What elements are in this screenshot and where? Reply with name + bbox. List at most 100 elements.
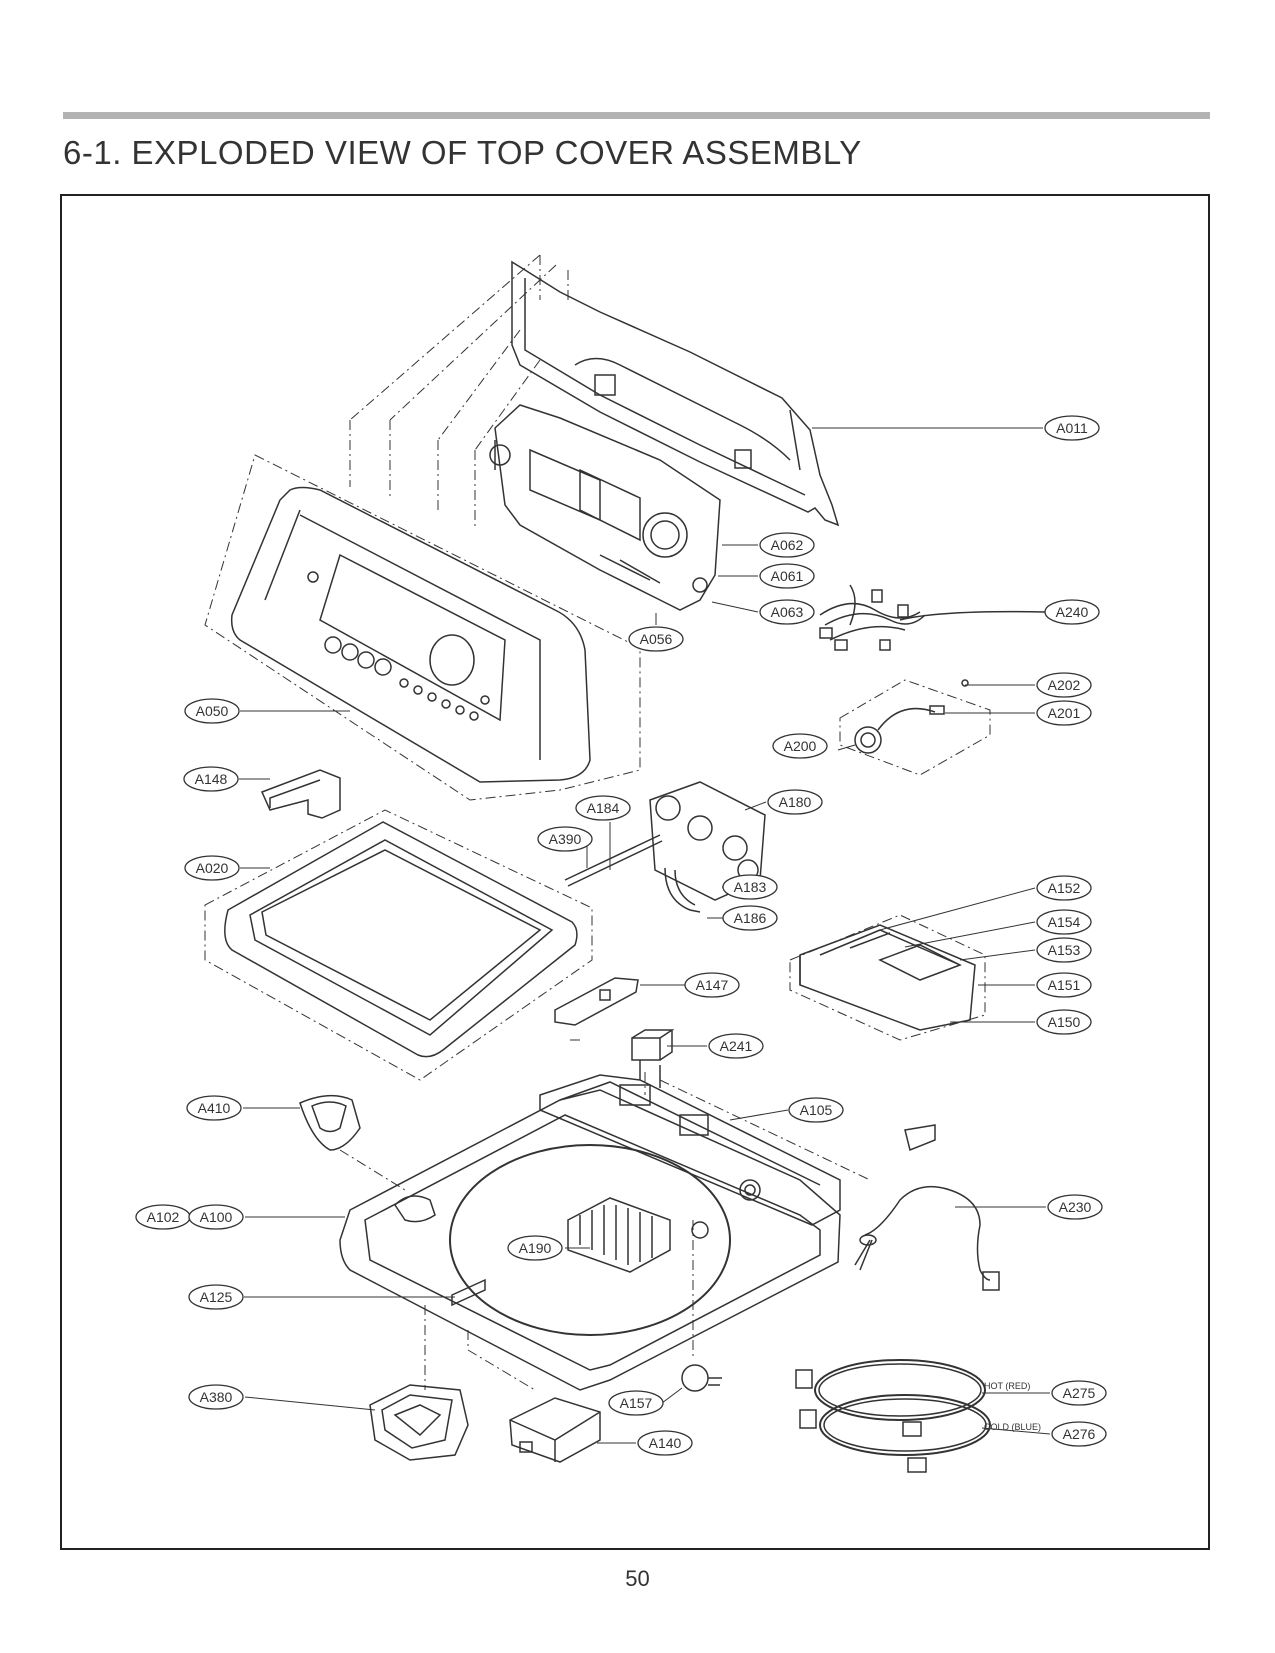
part-label-a061: A061	[759, 563, 815, 589]
part-label-ellipse	[184, 698, 240, 724]
part-label-a150: A150	[1036, 1009, 1092, 1035]
part-label-ellipse	[507, 1235, 563, 1261]
part-label-a062: A062	[759, 532, 815, 558]
part-label-text: A202	[1048, 677, 1081, 693]
hose-note-hot: HOT (RED)	[984, 1381, 1030, 1391]
pressure-switch-part	[839, 679, 991, 776]
part-label-a148: A148	[183, 766, 239, 792]
hose-notes: HOT (RED)COLD (BLUE)	[984, 1381, 1041, 1432]
part-label-a230: A230	[1047, 1194, 1103, 1220]
part-label-ellipse	[722, 874, 778, 900]
wire-harness-part	[819, 584, 1046, 651]
part-label-text: A140	[649, 1435, 682, 1451]
part-label-text: A276	[1063, 1426, 1096, 1442]
part-label-ellipse	[1036, 1009, 1092, 1035]
part-label-text: A241	[720, 1038, 753, 1054]
hinge-bracket-part	[554, 977, 639, 1026]
part-label-ellipse	[537, 826, 593, 852]
part-label-ellipse	[1051, 1421, 1107, 1447]
part-label-a200: A200	[772, 733, 828, 759]
part-label-ellipse	[1036, 909, 1092, 935]
part-label-ellipse	[759, 532, 815, 558]
lid-lock-part	[509, 1397, 601, 1463]
bleach-dispenser-part	[369, 1384, 469, 1461]
part-label-a275: A275	[1051, 1380, 1107, 1406]
lid-switch-part	[631, 1029, 675, 1061]
part-label-a201: A201	[1036, 700, 1092, 726]
bracket-part	[260, 769, 341, 819]
page-title: 6-1. EXPLODED VIEW OF TOP COVER ASSEMBLY	[63, 134, 862, 171]
part-label-a020: A020	[184, 855, 240, 881]
part-label-text: A020	[196, 860, 229, 876]
part-label-ellipse	[1047, 1194, 1103, 1220]
part-label-a154: A154	[1036, 909, 1092, 935]
part-label-a056: A056	[628, 626, 684, 652]
part-label-text: A190	[519, 1240, 552, 1256]
part-label-text: A105	[800, 1102, 833, 1118]
part-label-ellipse	[767, 789, 823, 815]
rear-control-mount-part	[539, 1060, 841, 1226]
part-label-ellipse	[1051, 1380, 1107, 1406]
part-label-ellipse	[575, 795, 631, 821]
part-label-ellipse	[684, 972, 740, 998]
part-label-a152: A152	[1036, 875, 1092, 901]
part-label-a153: A153	[1036, 937, 1092, 963]
part-label-text: A200	[784, 738, 817, 754]
part-label-text: A148	[195, 771, 228, 787]
part-label-a140: A140	[637, 1430, 693, 1456]
part-label-ellipse	[1044, 415, 1100, 441]
part-label-a100: A100	[188, 1204, 244, 1230]
detergent-dispenser-part	[789, 914, 986, 1041]
part-label-ellipse	[1036, 972, 1092, 998]
part-label-text: A380	[200, 1389, 233, 1405]
part-label-text: A390	[549, 831, 582, 847]
part-label-ellipse	[759, 563, 815, 589]
lid-part	[204, 809, 593, 1081]
part-label-ellipse	[788, 1097, 844, 1123]
part-label-text: A201	[1048, 705, 1081, 721]
part-label-text: A275	[1063, 1385, 1096, 1401]
part-label-text: A183	[734, 879, 767, 895]
lint-filter-part	[567, 1197, 671, 1273]
control-board-part	[489, 404, 721, 611]
part-label-a184: A184	[575, 795, 631, 821]
part-label-text: A100	[200, 1209, 233, 1225]
part-label-text: A157	[620, 1395, 653, 1411]
part-label-a147: A147	[684, 972, 740, 998]
top-cover-part	[339, 1089, 841, 1391]
water-valve-part	[564, 781, 766, 913]
part-label-ellipse	[184, 855, 240, 881]
part-label-a157: A157	[608, 1390, 664, 1416]
part-label-text: A050	[196, 703, 229, 719]
part-label-a186: A186	[722, 905, 778, 931]
inlet-hoses-part	[795, 1359, 991, 1473]
part-label-a063: A063	[759, 599, 815, 625]
part-label-a276: A276	[1051, 1421, 1107, 1447]
part-label-ellipse	[708, 1033, 764, 1059]
part-label-ellipse	[183, 766, 239, 792]
part-label-text: A154	[1048, 914, 1081, 930]
part-label-text: A186	[734, 910, 767, 926]
power-cord-part	[854, 1124, 1000, 1291]
part-label-text: A410	[198, 1100, 231, 1116]
control-panel-part	[204, 454, 641, 801]
part-label-ellipse	[188, 1384, 244, 1410]
part-label-ellipse	[186, 1095, 242, 1121]
part-label-text: A153	[1048, 942, 1081, 958]
part-label-ellipse	[188, 1284, 244, 1310]
part-label-text: A063	[771, 604, 804, 620]
part-label-text: A011	[1056, 420, 1088, 436]
part-label-a183: A183	[722, 874, 778, 900]
part-label-ellipse	[637, 1430, 693, 1456]
fabric-softener-cap-part	[299, 1094, 361, 1151]
part-label-text: A184	[587, 800, 620, 816]
part-label-ellipse	[1036, 875, 1092, 901]
part-label-a105: A105	[788, 1097, 844, 1123]
part-label-a102: A102	[135, 1204, 191, 1230]
hinge-pin-part	[681, 1364, 722, 1392]
part-label-text: A056	[640, 631, 673, 647]
diagram-frame	[60, 194, 1210, 1550]
part-label-ellipse	[759, 599, 815, 625]
part-label-text: A240	[1056, 604, 1089, 620]
